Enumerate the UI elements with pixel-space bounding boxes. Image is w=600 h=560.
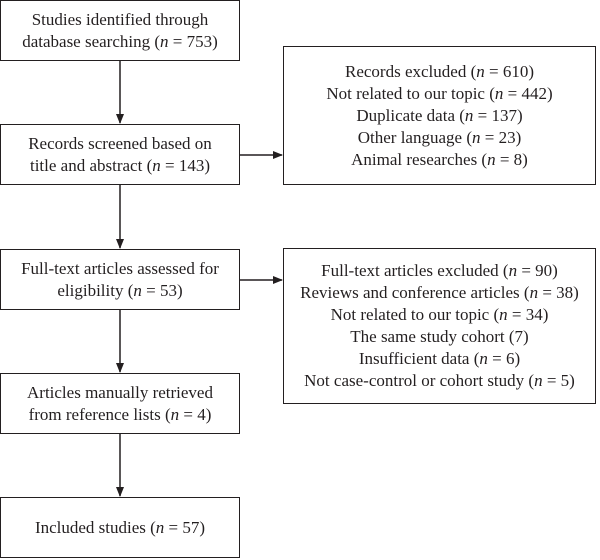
italic-n: n xyxy=(508,261,518,280)
box-text-line: Other language (n = 23) xyxy=(358,127,521,149)
italic-n: n xyxy=(155,517,165,537)
italic-n: n xyxy=(464,105,474,125)
text-segment: = 143) xyxy=(160,155,210,175)
italic-n: n xyxy=(133,280,142,300)
box-text-line: Articles manually retrieved xyxy=(27,382,213,404)
text-segment: Reviews and conference articles ( xyxy=(300,283,530,302)
italic-n: n xyxy=(471,127,481,147)
box-text-line: Included studies (n = 57) xyxy=(35,517,205,539)
text-segment: Full-text articles assessed for xyxy=(21,258,219,278)
included-studies-box: Included studies (n = 57) xyxy=(0,497,240,558)
text-segment: = 53) xyxy=(141,280,183,300)
box-text-line: Animal researches (n = 8) xyxy=(351,149,528,171)
box-text-line: database searching (n = 753) xyxy=(22,31,218,53)
italic-n: n xyxy=(479,349,488,368)
text-segment: Full-text articles excluded ( xyxy=(321,261,509,280)
box-text-line: title and abstract (n = 143) xyxy=(30,155,210,177)
box-text-line: Records excluded (n = 610) xyxy=(345,61,534,83)
italic-n: n xyxy=(494,83,504,103)
records-excluded-box: Records excluded (n = 610)Not related to… xyxy=(283,46,596,185)
box-text-line: Not related to our topic (n = 442) xyxy=(326,83,552,105)
text-segment: Animal researches ( xyxy=(351,149,488,169)
text-segment: Articles manually retrieved xyxy=(27,382,213,402)
text-segment: Records excluded ( xyxy=(345,61,477,81)
box-text-line: Insufficient data (n = 6) xyxy=(359,348,520,370)
text-segment: Not related to our topic ( xyxy=(330,305,500,324)
box-text-line: eligibility (n = 53) xyxy=(57,280,182,302)
box-text-line: from reference lists (n = 4) xyxy=(29,404,212,426)
italic-n: n xyxy=(170,404,180,424)
text-segment: = 442) xyxy=(503,83,553,103)
italic-n: n xyxy=(534,371,543,390)
italic-n: n xyxy=(152,155,161,175)
text-segment: The same study cohort (7) xyxy=(350,327,529,346)
text-segment: Insufficient data ( xyxy=(358,349,480,368)
italic-n: n xyxy=(529,283,539,302)
text-segment: Included studies ( xyxy=(34,517,156,537)
text-segment: = 38) xyxy=(538,283,579,302)
text-segment: = 23) xyxy=(480,127,522,147)
text-segment: Records screened based on xyxy=(28,133,212,153)
italic-n: n xyxy=(476,61,485,81)
italic-n: n xyxy=(499,305,508,324)
box-text-line: Duplicate data (n = 137) xyxy=(356,105,522,127)
fulltext-excluded-box: Full-text articles excluded (n = 90)Revi… xyxy=(283,248,596,404)
box-text-line: Studies identified through xyxy=(32,9,209,31)
text-segment: = 90) xyxy=(517,261,558,280)
text-segment: = 6) xyxy=(487,349,521,368)
text-segment: = 8) xyxy=(495,149,528,169)
text-segment: Not related to our topic ( xyxy=(326,83,495,103)
italic-n: n xyxy=(487,149,496,169)
box-text-line: Full-text articles assessed for xyxy=(21,258,219,280)
box-text-line: Not case-control or cohort study (n = 5) xyxy=(304,370,575,392)
text-segment: database searching ( xyxy=(22,31,161,51)
text-segment: = 34) xyxy=(507,305,549,324)
text-segment: = 753) xyxy=(168,31,218,51)
text-segment: Studies identified through xyxy=(31,9,209,29)
text-segment: eligibility ( xyxy=(57,280,134,300)
text-segment: title and abstract ( xyxy=(29,155,153,175)
box-text-line: Reviews and conference articles (n = 38) xyxy=(300,282,579,304)
text-segment: from reference lists ( xyxy=(28,404,171,424)
text-segment: = 5) xyxy=(542,371,575,390)
box-text-line: The same study cohort (7) xyxy=(350,326,528,348)
box-text-line: Full-text articles excluded (n = 90) xyxy=(321,260,558,282)
text-segment: = 4) xyxy=(179,404,212,424)
text-segment: = 57) xyxy=(164,517,206,537)
text-segment: Duplicate data ( xyxy=(356,105,465,125)
box-text-line: Not related to our topic (n = 34) xyxy=(331,304,549,326)
text-segment: Not case-control or cohort study ( xyxy=(304,371,535,390)
text-segment: Other language ( xyxy=(357,127,472,147)
text-segment: = 137) xyxy=(473,105,523,125)
text-segment: = 610) xyxy=(484,61,534,81)
italic-n: n xyxy=(160,31,169,51)
box-text-line: Records screened based on xyxy=(28,133,212,155)
